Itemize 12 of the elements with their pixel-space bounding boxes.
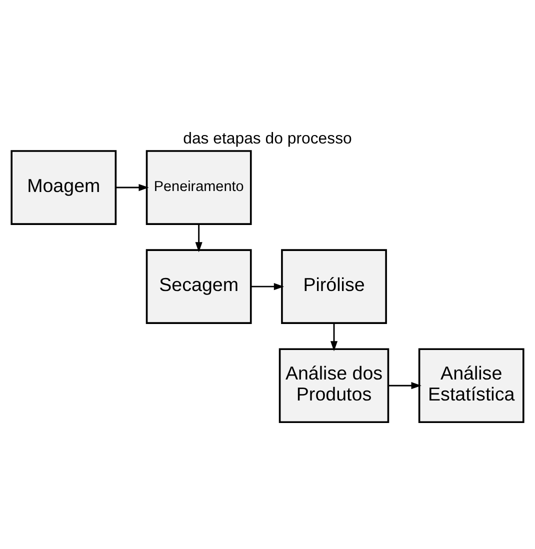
node-box: Secagem bbox=[146, 248, 252, 324]
node-box: Análise dos Produtos bbox=[278, 348, 390, 423]
arrow bbox=[116, 183, 149, 191]
arrow bbox=[251, 282, 284, 290]
node-box: Moagem bbox=[10, 150, 117, 224]
node-box: Análise Estatística bbox=[418, 348, 524, 423]
arrow bbox=[388, 382, 422, 389]
arrow bbox=[195, 224, 202, 252]
diagram-title: das etapas do processo bbox=[183, 130, 352, 148]
arrow bbox=[330, 322, 338, 351]
node-box: Pirólise bbox=[281, 248, 387, 324]
node-box: Peneiramento bbox=[146, 150, 252, 224]
